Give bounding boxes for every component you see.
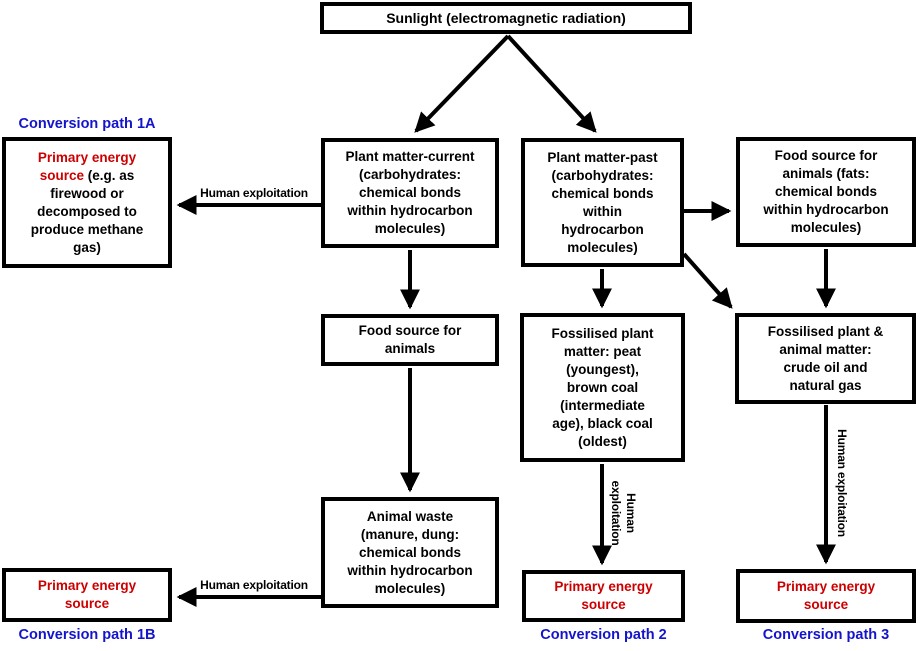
- node-primary-energy-source-1b-label: Primary energy source: [37, 578, 137, 611]
- node-primary-energy-source-2: Primary energy source: [522, 570, 685, 622]
- node-sunlight-label: Sunlight (electromagnetic radiation): [386, 10, 626, 26]
- node-plant-matter-past: Plant matter-past (carbohydrates: chemic…: [521, 138, 684, 267]
- node-primary-energy-source-1a: Primary energy source (e.g. as firewood …: [2, 137, 172, 268]
- node-food-source-animals-label: Food source for animals: [358, 323, 462, 356]
- human-exploitation-label-1b: Human exploitation: [200, 578, 308, 592]
- node-fossilised-plant-animal-matter: Fossilised plant & animal matter: crude …: [735, 313, 916, 404]
- conversion-path-1a-label: Conversion path 1A: [18, 116, 156, 132]
- node-primary-energy-source-1b: Primary energy source: [2, 568, 172, 622]
- node-plant-matter-current-label: Plant matter-current (carbohydrates: che…: [345, 149, 475, 236]
- node-fossilised-plant-matter: Fossilised plant matter: peat (youngest)…: [520, 313, 685, 462]
- primary-energy-red-text: Primary energy source: [37, 149, 137, 183]
- node-primary-energy-source-2-label: Primary energy source: [554, 579, 653, 612]
- node-plant-matter-current: Plant matter-current (carbohydrates: che…: [321, 138, 499, 248]
- human-exploitation-label-path2: Human exploitation: [609, 480, 638, 546]
- conversion-path-1b-label: Conversion path 1B: [18, 627, 156, 643]
- node-animal-waste: Animal waste (manure, dung: chemical bon…: [321, 497, 499, 608]
- node-animal-waste-label: Animal waste (manure, dung: chemical bon…: [347, 508, 473, 596]
- node-primary-energy-source-3: Primary energy source: [736, 569, 916, 623]
- human-exploitation-label-path3: Human exploitation: [835, 429, 849, 537]
- conversion-path-3-label: Conversion path 3: [762, 627, 890, 643]
- node-food-source-animals: Food source for animals: [321, 314, 499, 366]
- node-fossilised-plant-matter-label: Fossilised plant matter: peat (youngest)…: [551, 325, 654, 449]
- node-sunlight: Sunlight (electromagnetic radiation): [320, 2, 692, 34]
- arrow-sunlight-to-plant-past: [506, 34, 597, 133]
- conversion-path-2-label: Conversion path 2: [540, 627, 667, 643]
- arrow-plant-past-to-fossil-animal: [682, 252, 733, 309]
- node-food-source-fats-label: Food source for animals (fats: chemical …: [763, 148, 889, 235]
- node-fossilised-plant-animal-matter-label: Fossilised plant & animal matter: crude …: [767, 323, 884, 393]
- node-primary-energy-source-1a-label: Primary energy source (e.g. as firewood …: [31, 149, 144, 257]
- node-primary-energy-source-3-label: Primary energy source: [776, 579, 876, 612]
- node-food-source-fats: Food source for animals (fats: chemical …: [736, 137, 916, 247]
- primary-energy-detail-text: (e.g. as firewood or decomposed to produ…: [30, 167, 144, 255]
- arrow-sunlight-to-plant-current: [414, 34, 510, 133]
- human-exploitation-label-1a: Human exploitation: [200, 186, 308, 200]
- node-plant-matter-past-label: Plant matter-past (carbohydrates: chemic…: [547, 149, 658, 255]
